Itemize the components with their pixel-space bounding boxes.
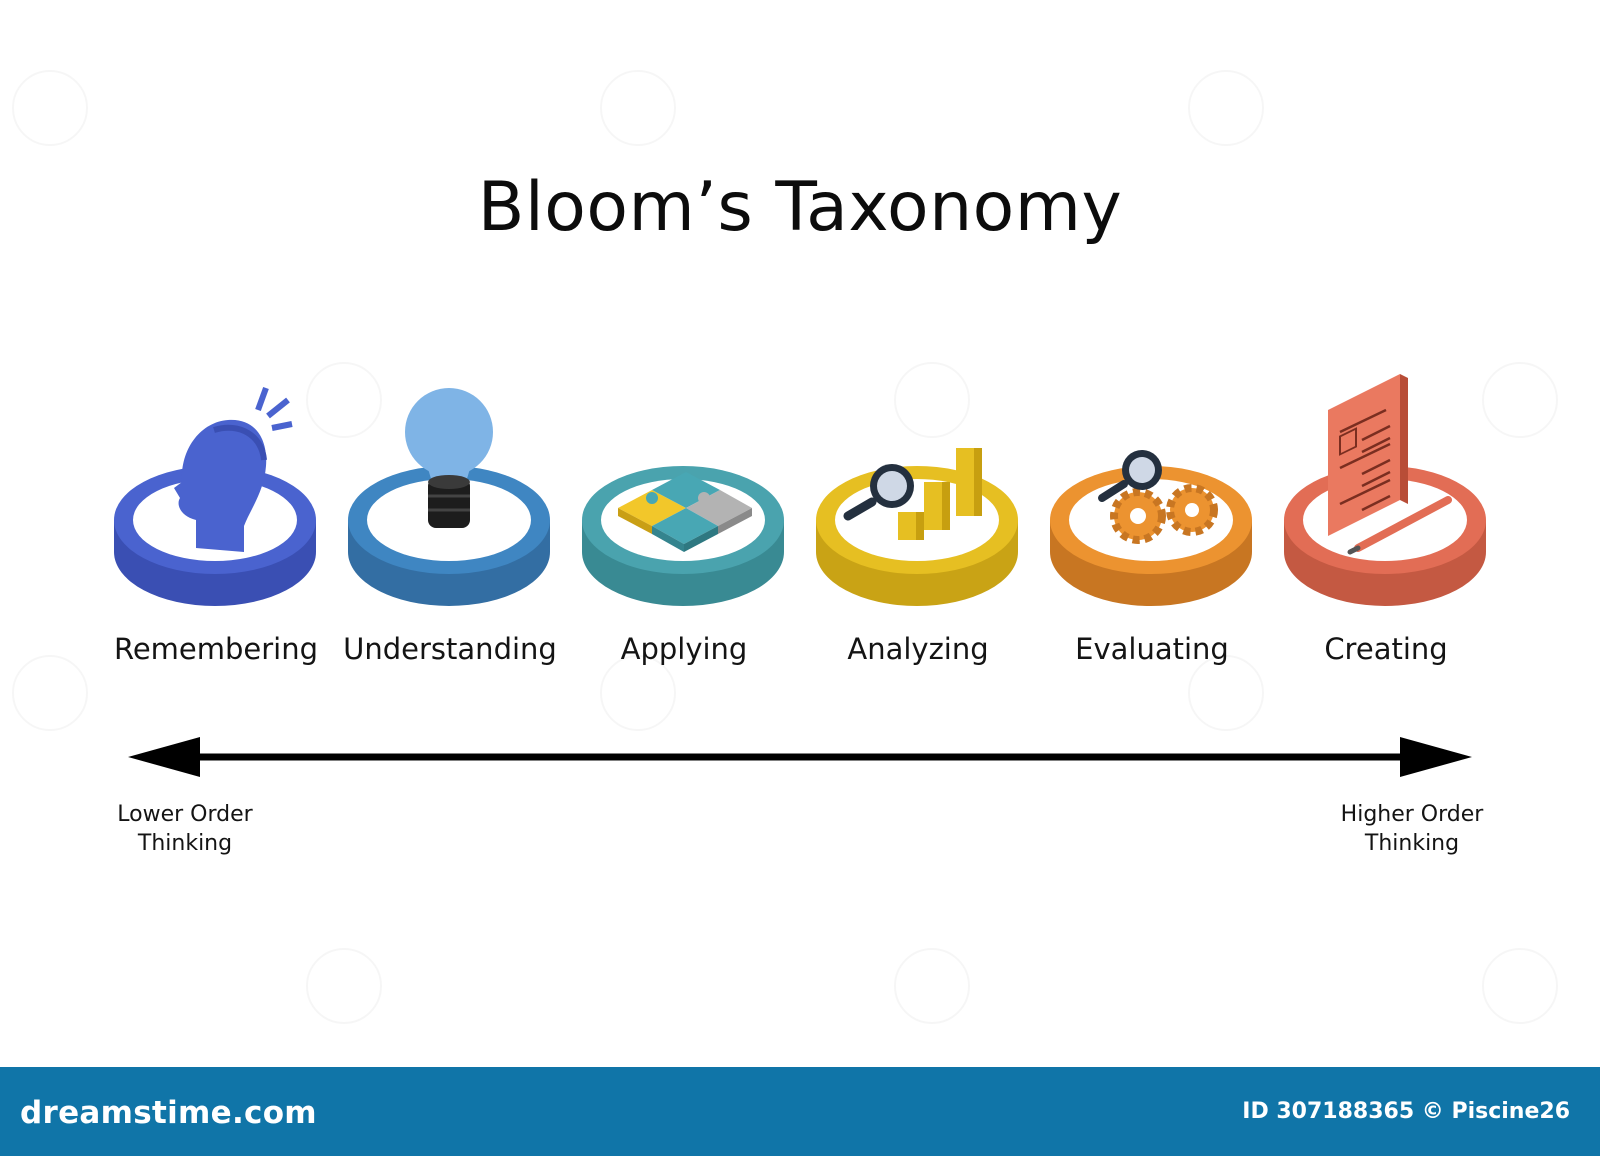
puzzle-icon	[618, 472, 752, 552]
higher-order-label: Higher Order Thinking	[1312, 800, 1512, 858]
levels-row	[0, 370, 1600, 630]
head-icon	[174, 386, 293, 552]
watermark-mark	[1482, 948, 1558, 1024]
levels-graphic	[114, 374, 1486, 606]
watermark-mark	[894, 948, 970, 1024]
brand-logo: dreamstime.com	[20, 1095, 317, 1131]
higher-order-line1: Higher Order	[1340, 802, 1484, 827]
watermark-mark	[1188, 70, 1264, 146]
double-arrow-icon	[128, 737, 1472, 777]
level-label-evaluating: Evaluating	[1075, 632, 1229, 666]
magnifier-chart-icon	[843, 448, 982, 540]
level-label-applying: Applying	[620, 632, 748, 666]
watermark-mark	[306, 948, 382, 1024]
lower-order-line2: Thinking	[137, 831, 233, 856]
lightbulb-icon	[405, 388, 493, 528]
level-label-remembering: Remembering	[113, 632, 319, 666]
thinking-order-axis	[0, 720, 1600, 780]
document-pen-icon	[1328, 374, 1452, 555]
image-credit: ID 307188365 © Piscine26	[1242, 1099, 1570, 1124]
footer-bar: dreamstime.com ID 307188365 © Piscine26	[0, 1067, 1600, 1156]
watermark-mark	[600, 70, 676, 146]
level-label-analyzing: Analyzing	[847, 632, 989, 666]
watermark-mark	[12, 70, 88, 146]
lower-order-label: Lower Order Thinking	[85, 800, 285, 858]
lower-order-line1: Lower Order	[117, 802, 253, 827]
magnifier-gears-icon	[1098, 450, 1218, 544]
level-label-understanding: Understanding	[343, 632, 557, 666]
diagram-title: Bloom’s Taxonomy	[477, 168, 1123, 247]
level-label-creating: Creating	[1324, 632, 1448, 666]
higher-order-line2: Thinking	[1364, 831, 1460, 856]
